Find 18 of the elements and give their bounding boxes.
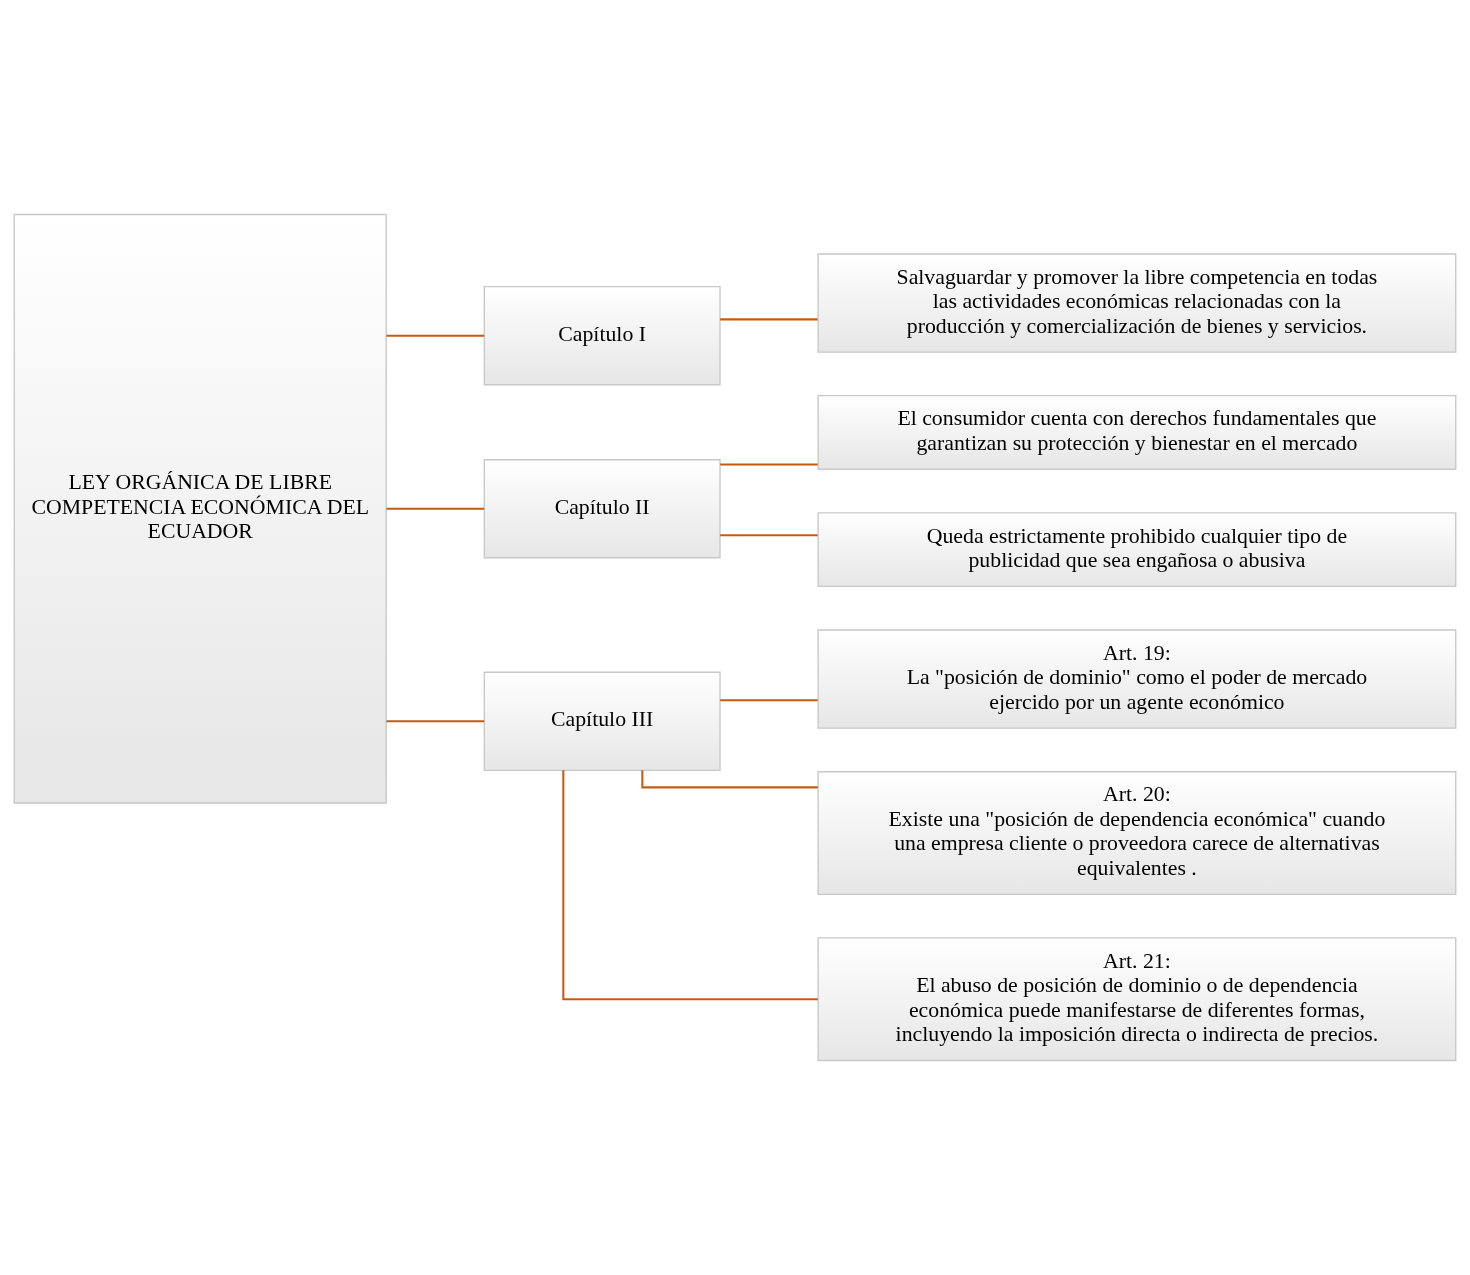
- connector: [386, 507, 485, 510]
- node-box: Queda estrictamente prohibido cualquier tipo de publicidad que sea engañosa o abusiva: [817, 512, 1457, 588]
- connector: [720, 318, 818, 321]
- node-box: Capítulo III: [483, 671, 721, 771]
- node-box: Art. 19: La "posición de dominio" como el poder de mercado ejercido por un agente económico: [817, 629, 1457, 729]
- node-box: Art. 21: El abuso de posición de dominio o de dependencia económica puede manifestarse de diferentes formas, incluyendo la imposición directa o indirecta de precios.: [817, 937, 1457, 1062]
- node-box: Art. 20: Existe una "posición de dependencia económica" cuando una empresa cliente o proveedora carece de alternativas equivalentes .: [817, 771, 1457, 895]
- connector: [720, 463, 818, 466]
- connector: [386, 720, 485, 723]
- connector: [720, 699, 818, 702]
- connector: [562, 770, 818, 1001]
- node-box: Capítulo I: [483, 286, 721, 386]
- node-box: El consumidor cuenta con derechos fundamentales que garantizan su protección y bienestar en el mercado: [817, 395, 1457, 470]
- node-box: Capítulo II: [483, 459, 721, 559]
- connector: [386, 334, 485, 337]
- node-box: Salvaguardar y promover la libre competencia en todas las actividades económicas relacionadas con la producción y comercialización de bienes y servicios.: [817, 253, 1457, 353]
- node-box: LEY ORGÁNICA DE LIBRE COMPETENCIA ECONÓMICA DEL ECUADOR: [13, 213, 387, 804]
- connector: [720, 534, 818, 537]
